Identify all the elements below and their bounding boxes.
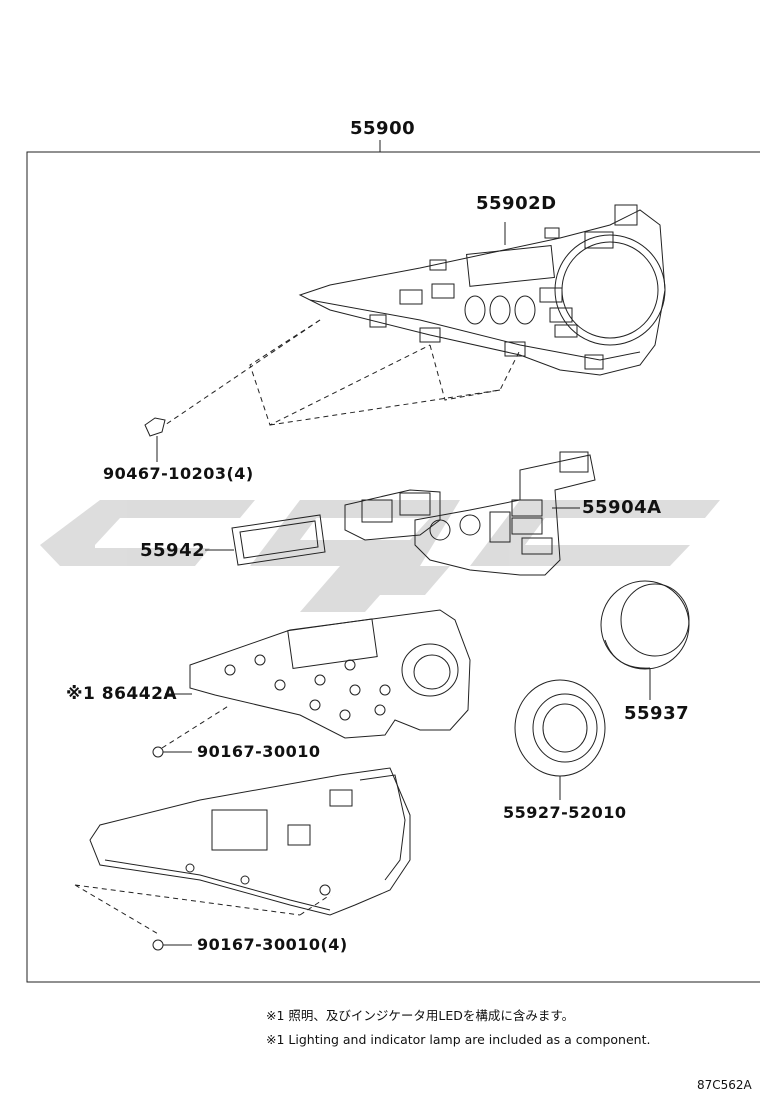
label-screw-b: 90167-30010(4) [197,935,348,954]
label-screw-a: 90167-30010 [197,742,321,761]
assembly-frame [26,151,760,983]
label-switch-assy: 55904A [582,497,662,518]
note-english: ※1 Lighting and indicator lamp are inclu… [266,1032,651,1047]
screw-a-drawing [152,704,231,758]
diagram-code: 87C562A [697,1078,752,1092]
note-japanese: ※1 照明、及びインジケータ用LEDを構成に含みます。 [266,1008,575,1023]
knob-drawing [600,580,690,700]
label-ring: 55927-52010 [503,803,627,822]
clip-drawing [144,417,166,462]
label-panel: 55902D [476,193,557,214]
label-knob: 55937 [624,703,690,724]
panel-drawing [298,204,666,376]
screw-b-drawing [74,884,331,951]
label-assembly: 55900 [350,118,416,139]
board-drawing [165,609,471,739]
switch-assy-drawing [344,451,596,576]
clip-guide-lines [164,319,521,426]
lower-housing-drawing [89,767,411,916]
label-lens: 55942 [140,540,206,561]
lens-drawing [205,514,326,566]
label-clip: 90467-10203(4) [103,464,254,483]
ring-drawing [514,679,606,800]
label-board: ※1 86442A [66,684,178,704]
